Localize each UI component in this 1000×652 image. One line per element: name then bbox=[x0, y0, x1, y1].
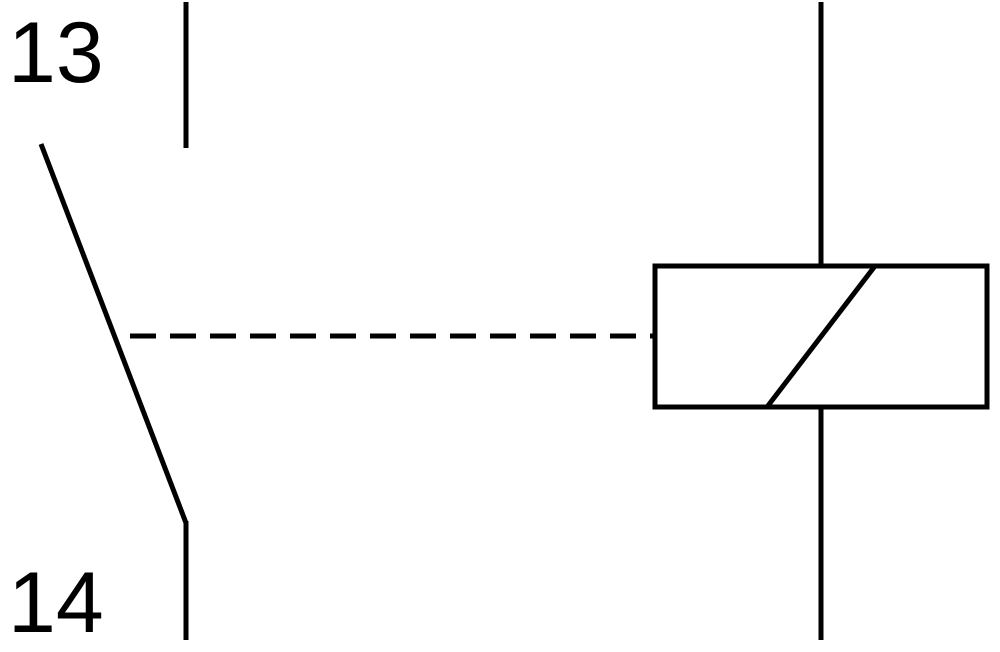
contact-switch-blade bbox=[38, 143, 189, 524]
normally-open-contact bbox=[38, 2, 189, 640]
relay-coil bbox=[652, 2, 990, 640]
terminal-label-14: 14 bbox=[8, 555, 104, 651]
coil-diagonal-marker bbox=[765, 264, 877, 409]
terminal-label-13: 13 bbox=[8, 5, 104, 101]
